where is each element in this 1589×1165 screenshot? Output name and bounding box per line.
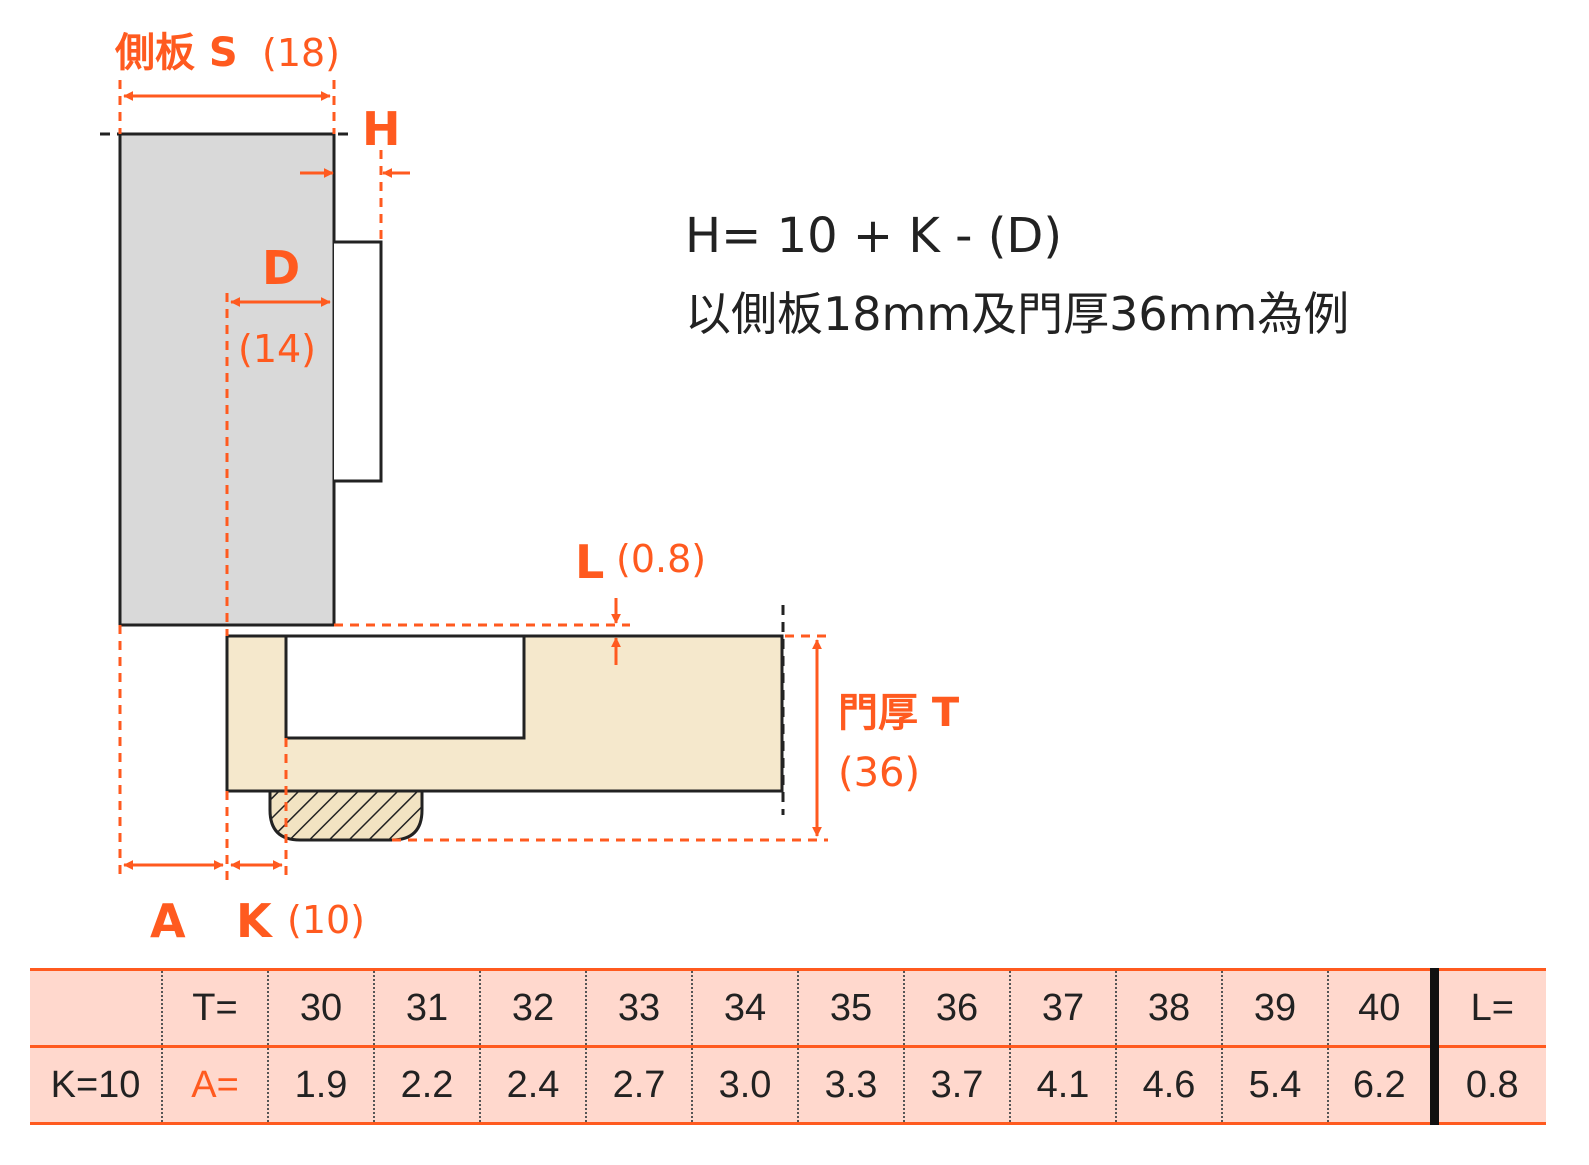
table-cell: 4.6 — [1115, 1046, 1222, 1125]
table-cell: 35 — [797, 968, 904, 1048]
spec-table: T= 30 31 32 33 34 35 36 37 38 39 40 L= K… — [30, 968, 1546, 1125]
table-cell — [30, 968, 162, 1048]
table-cell: 37 — [1009, 968, 1116, 1048]
label-d: D — [262, 241, 300, 295]
label-h: H — [362, 102, 401, 156]
table-cell-t-label: T= — [161, 968, 268, 1048]
table-cell: 3.0 — [691, 1046, 798, 1125]
formula-line-2: 以側板18mm及門厚36mm為例 — [685, 287, 1349, 341]
hinge-plate — [334, 240, 383, 483]
label-door-thickness: 門厚 T — [838, 690, 960, 736]
door-edge-profile — [268, 789, 424, 842]
label-k-value: (10) — [287, 898, 365, 942]
table-cell-l-value: 0.8 — [1429, 1046, 1546, 1125]
label-a: A — [150, 894, 186, 948]
table-cell-a-label: A= — [161, 1046, 268, 1125]
table-cell: 2.7 — [585, 1046, 692, 1125]
table-cell: 40 — [1327, 968, 1434, 1048]
table-cell: 3.3 — [797, 1046, 904, 1125]
label-l-value: (0.8) — [616, 537, 706, 581]
table-row-a-values: K=10 A= 1.9 2.2 2.4 2.7 3.0 3.3 3.7 4.1 … — [30, 1046, 1546, 1125]
label-d-value: (14) — [238, 327, 316, 371]
formula-line-1: H= 10 + K - (D) — [685, 208, 1062, 264]
label-side-panel-value: (18) — [262, 31, 340, 75]
label-l: L — [575, 535, 604, 589]
table-cell: 6.2 — [1327, 1046, 1434, 1125]
table-row-thickness: T= 30 31 32 33 34 35 36 37 38 39 40 L= — [30, 968, 1546, 1048]
table-cell: 34 — [691, 968, 798, 1048]
table-cell: 38 — [1115, 968, 1222, 1048]
label-side-panel: 側板 S — [114, 30, 238, 76]
label-door-thickness-value: (36) — [838, 750, 920, 796]
hinge-diagram: 側板 S (18) H D (14) L (0.8) 門厚 T (36) A K… — [100, 30, 1349, 948]
table-cell: 4.1 — [1009, 1046, 1116, 1125]
table-cell: 30 — [267, 968, 374, 1048]
table-cell: 33 — [585, 968, 692, 1048]
table-cell-k-label: K=10 — [30, 1046, 162, 1125]
table-cell: 2.2 — [373, 1046, 480, 1125]
table-cell: 32 — [479, 968, 586, 1048]
table-cell: 31 — [373, 968, 480, 1048]
table-cell: 39 — [1221, 968, 1328, 1048]
table-cell: 1.9 — [267, 1046, 374, 1125]
table-cell: 2.4 — [479, 1046, 586, 1125]
cup-hole — [284, 634, 526, 740]
label-k: K — [236, 894, 274, 948]
table-cell-l-label: L= — [1429, 968, 1546, 1048]
table-cell: 5.4 — [1221, 1046, 1328, 1125]
spec-table-container: T= 30 31 32 33 34 35 36 37 38 39 40 L= K… — [30, 968, 1546, 1125]
table-cell: 3.7 — [903, 1046, 1010, 1125]
table-cell: 36 — [903, 968, 1010, 1048]
